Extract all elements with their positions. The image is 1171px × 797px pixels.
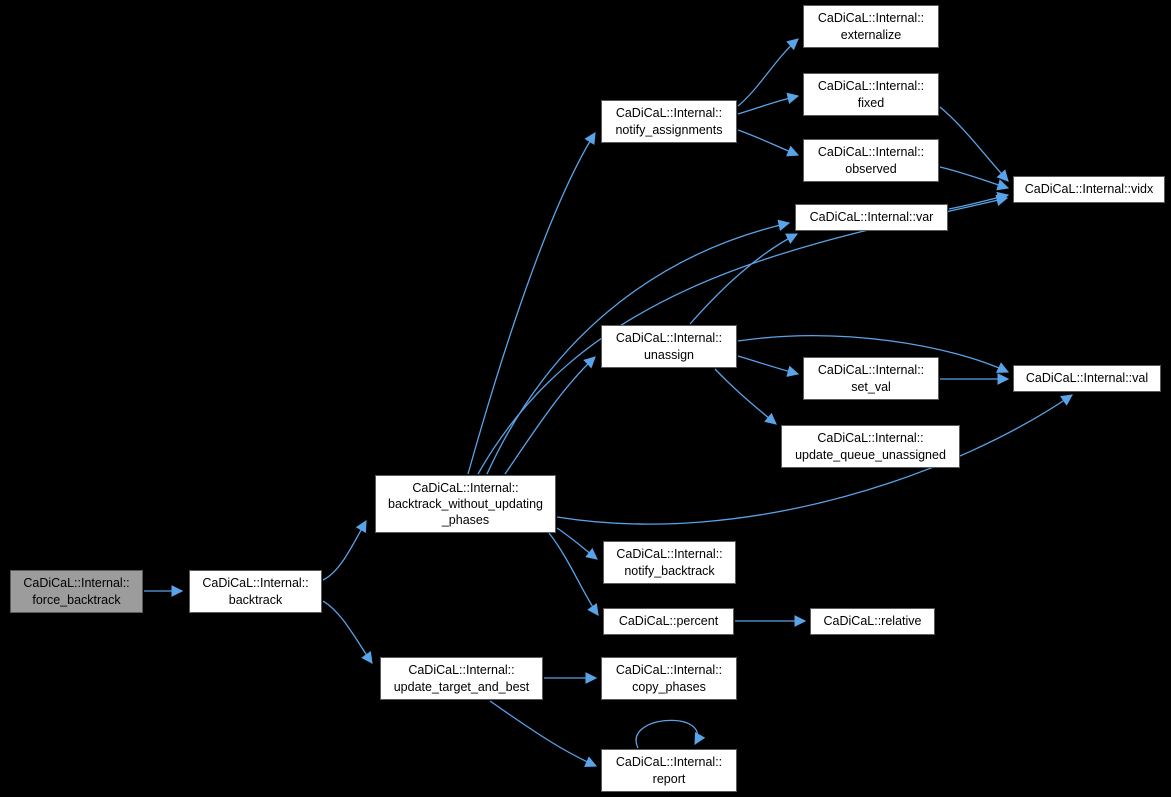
edge-bwup-to-notify-assignments (467, 132, 596, 475)
node-set-val[interactable]: CaDiCaL::Internal:: set_val (803, 357, 939, 400)
edge-report-self-loop (635, 719, 706, 749)
edge-unassign-to-set-val (737, 355, 800, 377)
node-update-queue-unassigned[interactable]: CaDiCaL::Internal:: update_queue_unassig… (781, 425, 960, 468)
edge-unassign-to-update-queue-unassigned (714, 368, 777, 425)
edge-notify-assignments-to-externalize (737, 38, 799, 107)
node-var[interactable]: CaDiCaL::Internal::var (795, 204, 948, 231)
edge-notify-assignments-to-observed (737, 129, 800, 157)
node-val[interactable]: CaDiCaL::Internal::val (1013, 365, 1161, 392)
edge-bwup-to-val (556, 394, 1073, 525)
node-unassign[interactable]: CaDiCaL::Internal:: unassign (601, 325, 737, 368)
node-update-target-and-best[interactable]: CaDiCaL::Internal:: update_target_and_be… (380, 657, 543, 700)
edge-bwup-to-var (486, 219, 791, 475)
node-force-backtrack[interactable]: CaDiCaL::Internal:: force_backtrack (10, 570, 143, 613)
node-backtrack[interactable]: CaDiCaL::Internal:: backtrack (189, 570, 322, 613)
edge-fixed-to-vidx (939, 106, 1009, 182)
edge-bwup-to-notify-backtrack (556, 527, 598, 560)
node-fixed[interactable]: CaDiCaL::Internal:: fixed (803, 73, 939, 116)
edge-bwup-to-unassign (504, 356, 596, 475)
node-relative[interactable]: CaDiCaL::relative (810, 608, 935, 635)
edge-backtrack-to-backtrack-without-updating-phases (322, 519, 367, 581)
node-externalize[interactable]: CaDiCaL::Internal:: externalize (803, 5, 939, 48)
edge-observed-to-vidx (939, 166, 1010, 191)
node-backtrack-without-updating-phases[interactable]: CaDiCaL::Internal:: backtrack_without_up… (375, 475, 556, 533)
edge-bwup-to-percent (548, 532, 599, 616)
node-percent[interactable]: CaDiCaL::percent (603, 608, 734, 635)
edge-var-to-vidx (948, 191, 1010, 210)
edge-unassign-to-var (689, 233, 799, 325)
edge-notify-assignments-to-fixed (737, 92, 800, 115)
node-copy-phases[interactable]: CaDiCaL::Internal:: copy_phases (601, 657, 737, 700)
node-vidx[interactable]: CaDiCaL::Internal::vidx (1013, 176, 1165, 203)
node-report[interactable]: CaDiCaL::Internal:: report (601, 749, 737, 792)
edge-update-target-and-best-to-report (489, 700, 598, 767)
edge-backtrack-to-update-target-and-best (322, 600, 373, 664)
edge-unassign-to-val (737, 335, 1010, 373)
node-notify-assignments[interactable]: CaDiCaL::Internal:: notify_assignments (601, 100, 737, 143)
node-observed[interactable]: CaDiCaL::Internal:: observed (803, 139, 939, 182)
node-notify-backtrack[interactable]: CaDiCaL::Internal:: notify_backtrack (603, 541, 736, 584)
